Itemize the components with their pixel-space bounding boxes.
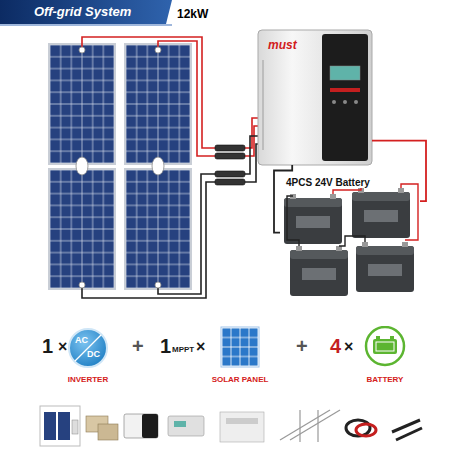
inverter-icon: AC DC INVERTER: [58, 328, 118, 388]
plus-sign: +: [296, 336, 308, 356]
quantity-number: 1: [160, 336, 171, 356]
battery-bank: [284, 184, 418, 296]
diagram-title: Off-grid System: [34, 5, 131, 18]
title-banner: [0, 0, 215, 26]
icon-caption: INVERTER: [58, 376, 118, 384]
battery-group: 4PCS 24V Battery: [280, 176, 420, 302]
times-sign: ×: [196, 339, 205, 355]
power-rating: 12kW: [177, 8, 208, 20]
quantity-number: 4: [330, 336, 341, 356]
junction-boxes: [76, 47, 164, 288]
icon-caption: BATTERY: [355, 376, 415, 384]
inverter-unit: [258, 30, 372, 165]
times-sign: ×: [344, 339, 353, 355]
negative-cable: [274, 165, 292, 233]
plus-sign: +: [132, 336, 144, 356]
product-thumbnails: [40, 406, 422, 446]
panel-wiring: [82, 37, 258, 298]
ac-text: AC: [75, 336, 88, 345]
inverter-device: must: [258, 30, 372, 165]
solar-array: [48, 43, 192, 290]
solar-panel-icon: SOLAR PANEL: [208, 326, 272, 388]
icon-caption: SOLAR PANEL: [208, 376, 272, 384]
quantity-number: 1: [42, 336, 53, 356]
brand-logo: must: [268, 39, 297, 51]
mc4-connectors: [215, 145, 245, 185]
mppt-label: MPPT: [172, 346, 194, 354]
battery-icon: BATTERY: [355, 326, 415, 388]
times-sign: ×: [58, 339, 67, 355]
positive-cable: [372, 141, 426, 202]
battery-heading: 4PCS 24V Battery: [286, 178, 370, 188]
dc-text: DC: [87, 350, 100, 359]
